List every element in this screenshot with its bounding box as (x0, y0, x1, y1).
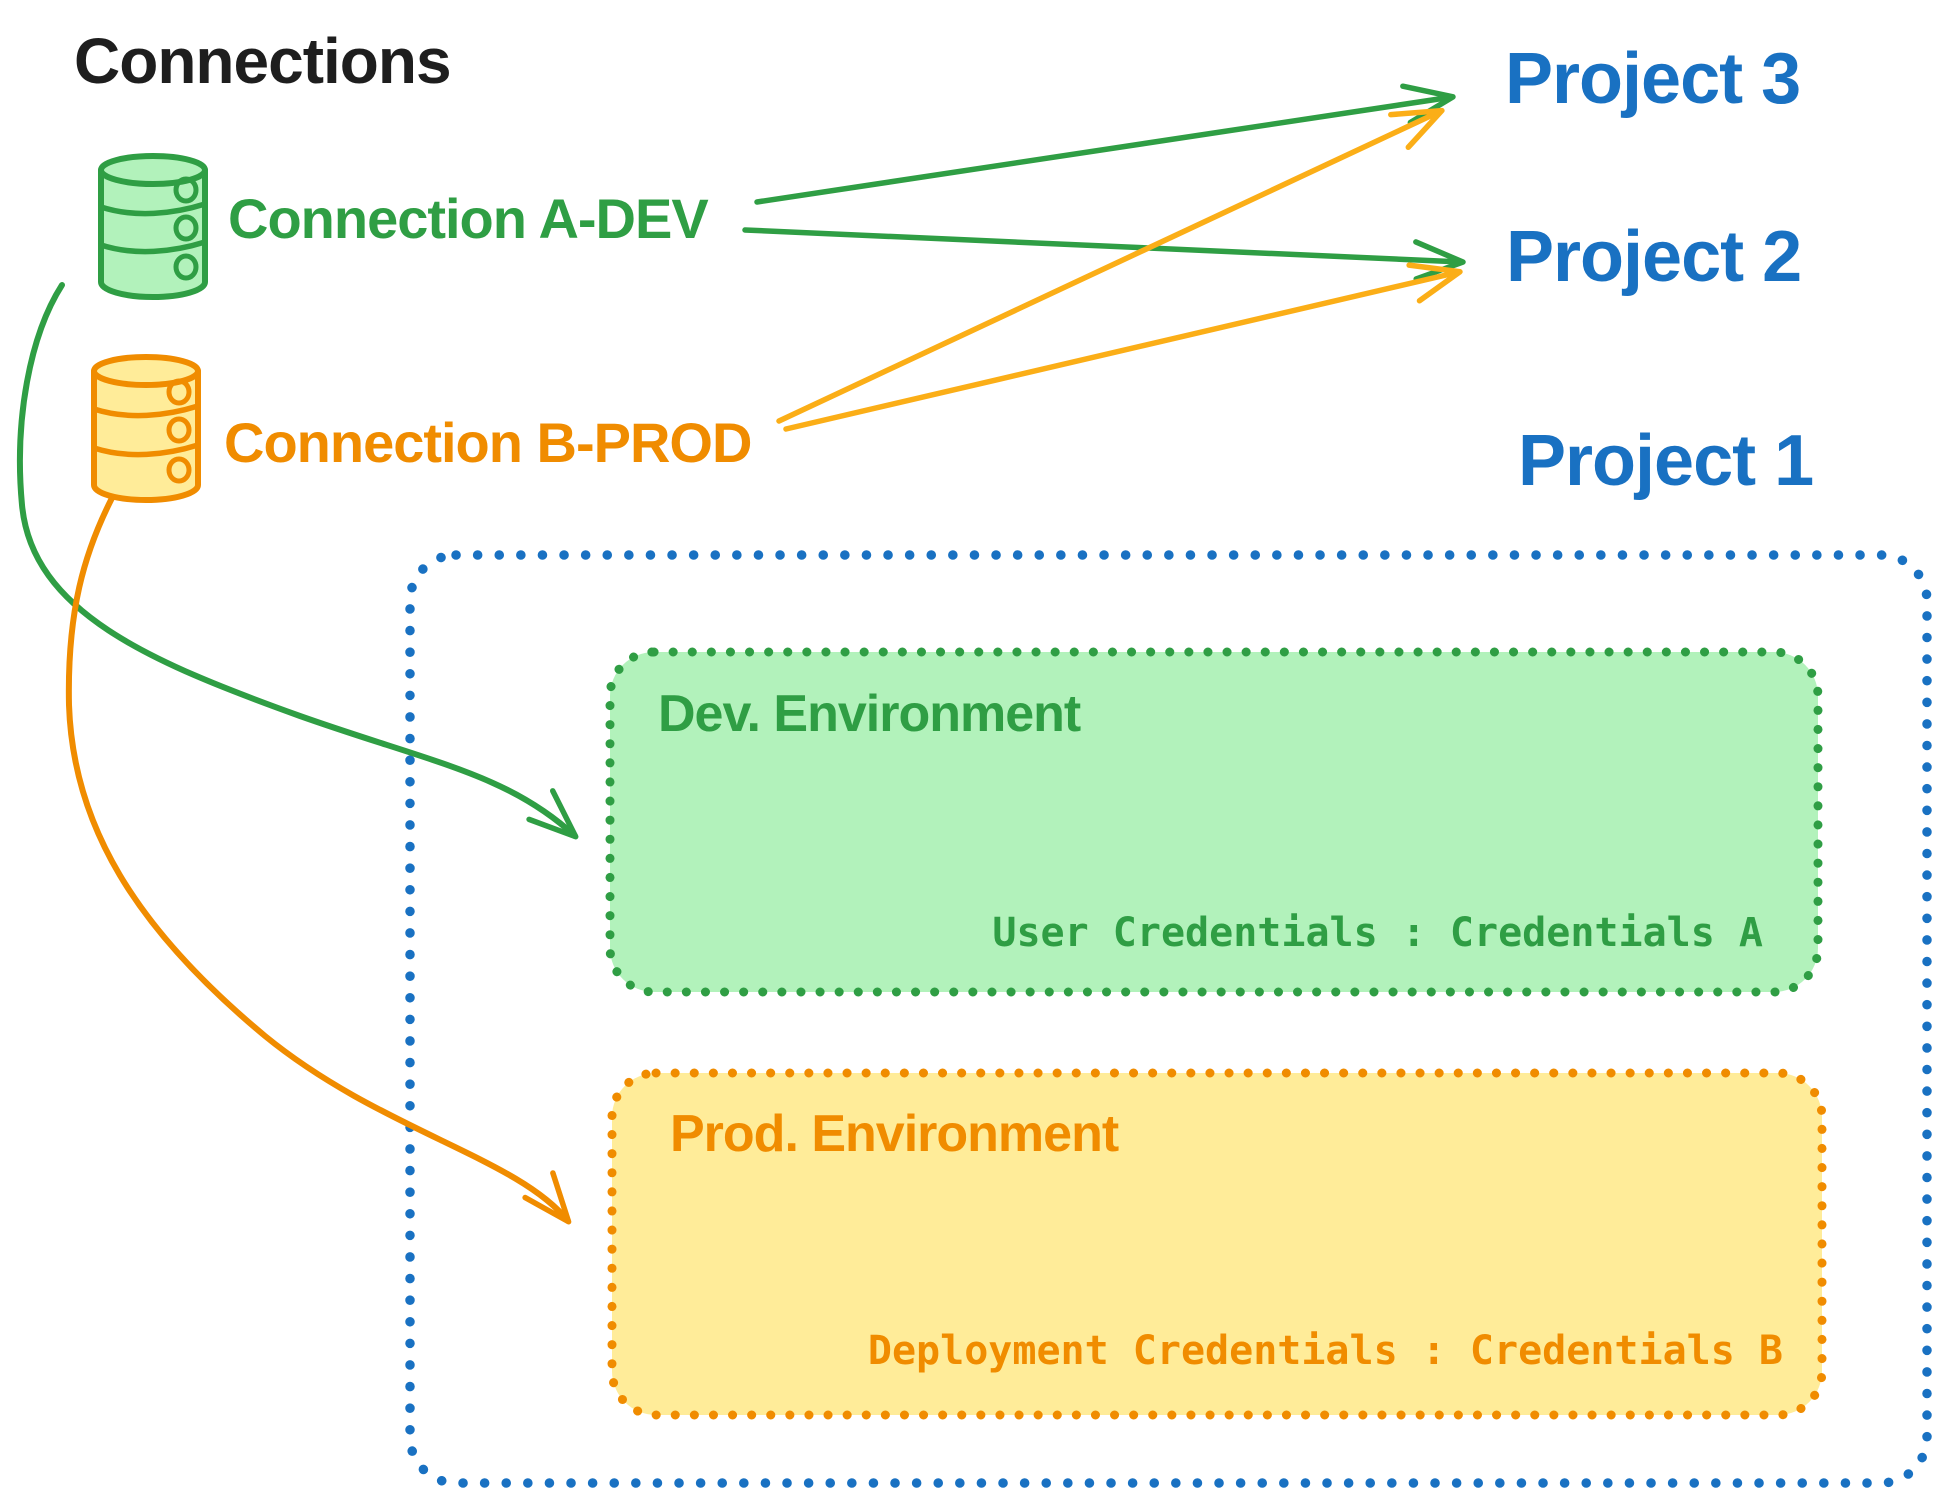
connector-adev-project3 (754, 83, 1456, 205)
connector-adev-project2 (742, 227, 1466, 282)
project-2-label: Project 2 (1506, 217, 1802, 297)
connector-bprod-prod-environment (65, 495, 572, 1225)
prod-environment-title: Prod. Environment (670, 1105, 1119, 1163)
project-3-label: Project 3 (1505, 39, 1801, 119)
project-1-label: Project 1 (1518, 421, 1814, 501)
dev-credentials-text: User Credentials : Credentials A (992, 910, 1763, 956)
connection-a-dev-label: Connection A-DEV (228, 187, 709, 250)
connector-bprod-project3 (776, 107, 1445, 424)
prod-credentials-text: Deployment Credentials : Credentials B (867, 1328, 1783, 1374)
connector-bprod-project2 (783, 262, 1463, 432)
connection-b-prod-label: Connection B-PROD (224, 411, 752, 474)
page-title: Connections (74, 25, 452, 97)
database-cylinder-icon-prod (91, 354, 201, 503)
database-cylinder-icon-dev (98, 153, 208, 300)
dev-environment-title: Dev. Environment (658, 685, 1081, 743)
